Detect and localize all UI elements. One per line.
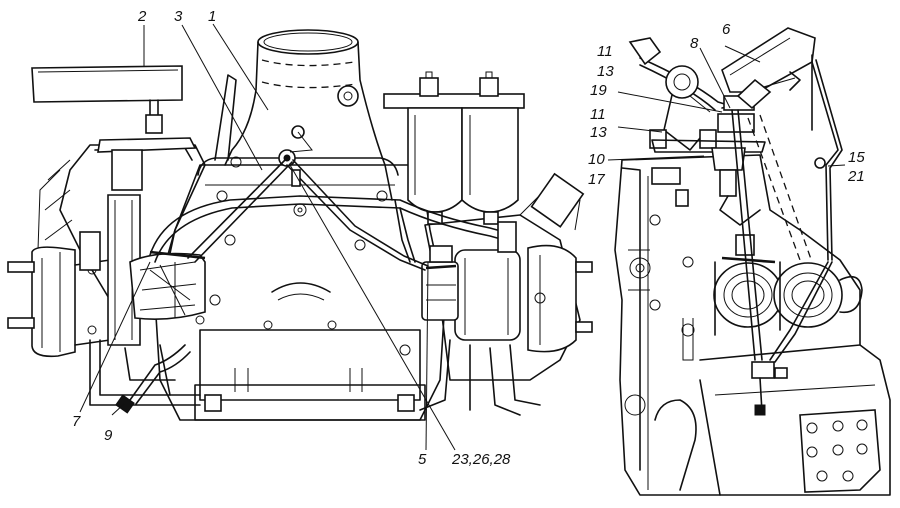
callout-19: 19: [590, 82, 607, 99]
fuel-filters: [383, 71, 525, 225]
leader-lines: [79, 23, 846, 451]
side-control-cables: [731, 59, 843, 416]
callout-13-top: 13: [597, 63, 614, 80]
callout-15: 15: [848, 149, 865, 166]
callout-11-top: 11: [597, 43, 613, 60]
connecting-pipes: [149, 195, 517, 263]
right-turbocharger: [421, 244, 593, 353]
drain-hose-9: [115, 344, 191, 414]
mounting-bracket: [799, 409, 881, 493]
callout-1: 1: [208, 8, 217, 25]
callout-5: 5: [418, 451, 427, 468]
side-turbocharger: [713, 234, 863, 336]
left-intake-pipe: [107, 194, 206, 346]
callout-6: 6: [722, 21, 731, 38]
right-cylinder-bank: [424, 172, 585, 381]
side-air-filter: [628, 27, 816, 131]
right-exhaust-pipes: [419, 339, 541, 416]
callout-9: 9: [104, 427, 113, 444]
left-exhaust-pipes: [89, 339, 201, 406]
front-view-engine: [7, 29, 593, 421]
callout-7: 7: [72, 413, 81, 430]
callout-3: 3: [174, 8, 183, 25]
callout-8: 8: [690, 35, 699, 52]
control-mechanism: [649, 65, 772, 226]
upper-lever: [214, 74, 237, 161]
callout-17: 17: [588, 171, 605, 188]
air-filter-housing: [31, 65, 183, 134]
left-turbocharger: [7, 231, 111, 358]
control-rods: [187, 125, 429, 271]
callout-21: 21: [848, 168, 865, 185]
callout-13-mid: 13: [590, 124, 607, 141]
callout-11-mid: 11: [590, 106, 606, 123]
intake-manifold-tube: [224, 29, 393, 201]
callout-10: 10: [588, 151, 605, 168]
callout-2: 2: [138, 8, 147, 25]
callout-23-26-28: 23,26,28: [452, 451, 511, 468]
side-view-engine: [614, 27, 891, 496]
